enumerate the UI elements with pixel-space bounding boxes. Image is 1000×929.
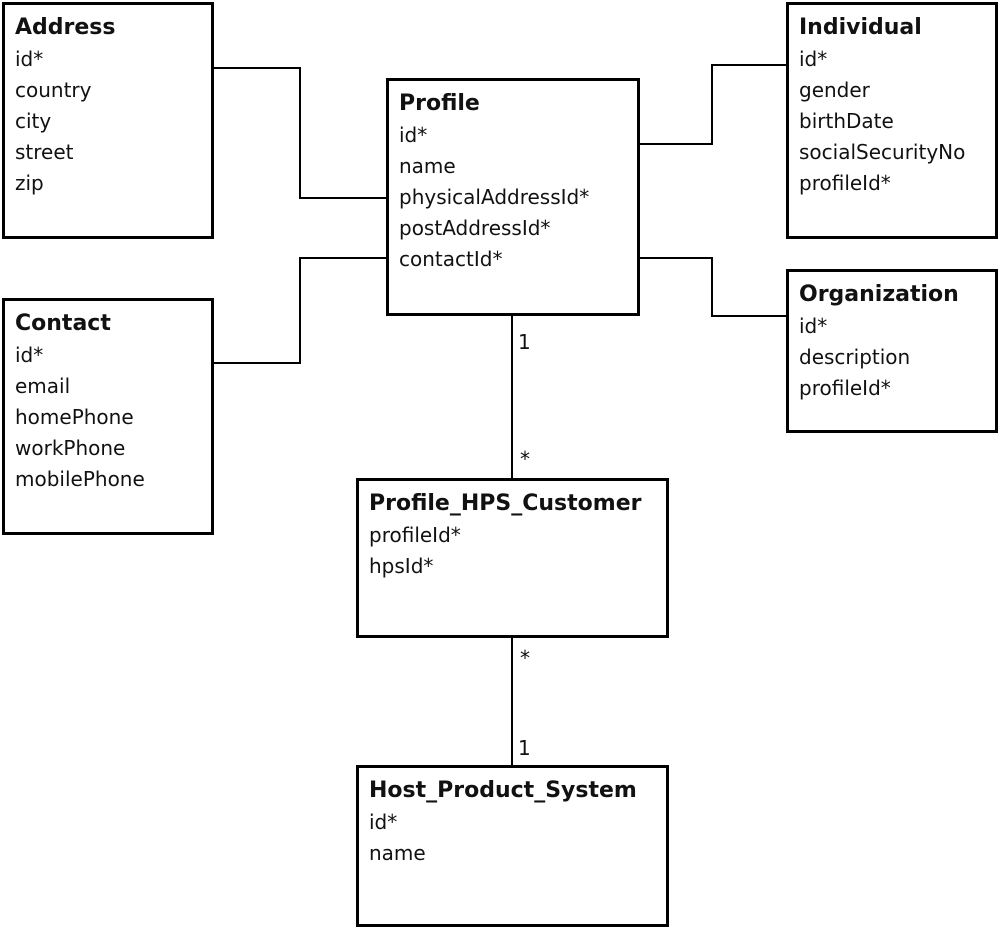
entity-title: Organization <box>799 282 959 307</box>
entity-address[interactable]: Address id* country city street zip <box>2 2 214 239</box>
connector-profile-organization <box>640 257 786 317</box>
field-gender: gender <box>799 78 870 102</box>
field-profile-id: profileId* <box>369 523 461 547</box>
field-id: id* <box>399 123 428 147</box>
entity-profile[interactable]: Profile id* name physicalAddressId* post… <box>386 78 640 316</box>
field-birth-date: birthDate <box>799 109 894 133</box>
field-post-address-id: postAddressId* <box>399 216 551 240</box>
field-list: id* name physicalAddressId* postAddressI… <box>399 120 627 275</box>
entity-title: Host_Product_System <box>369 778 637 803</box>
connector-profile-individual <box>640 64 786 145</box>
connector-address-profile <box>214 67 386 199</box>
entity-host-product-system[interactable]: Host_Product_System id* name <box>356 765 669 927</box>
connector-contact-profile <box>214 257 386 364</box>
field-physical-address-id: physicalAddressId* <box>399 185 590 209</box>
field-zip: zip <box>15 171 44 195</box>
field-id: id* <box>15 343 44 367</box>
field-list: id* country city street zip <box>15 44 201 199</box>
field-name: name <box>399 154 456 178</box>
entity-profile-hps-customer[interactable]: Profile_HPS_Customer profileId* hpsId* <box>356 478 669 638</box>
entity-title: Profile_HPS_Customer <box>369 491 642 516</box>
multiplicity-label: 1 <box>518 330 531 354</box>
entity-title: Contact <box>15 311 111 336</box>
field-mobile-phone: mobilePhone <box>15 467 145 491</box>
field-list: id* gender birthDate socialSecurityNo pr… <box>799 44 985 199</box>
field-list: id* email homePhone workPhone mobilePhon… <box>15 340 201 495</box>
entity-title: Address <box>15 15 116 40</box>
field-home-phone: homePhone <box>15 405 134 429</box>
entity-organization[interactable]: Organization id* description profileId* <box>786 269 998 433</box>
multiplicity-label: 1 <box>518 736 531 760</box>
entity-title: Profile <box>399 91 480 116</box>
field-country: country <box>15 78 92 102</box>
entity-title: Individual <box>799 15 922 40</box>
field-id: id* <box>799 47 828 71</box>
field-hps-id: hpsId* <box>369 554 434 578</box>
field-city: city <box>15 109 52 133</box>
multiplicity-label: * <box>520 447 530 471</box>
field-name: name <box>369 841 426 865</box>
field-street: street <box>15 140 74 164</box>
multiplicity-label: * <box>520 646 530 670</box>
field-social-security-no: socialSecurityNo <box>799 140 966 164</box>
field-email: email <box>15 374 71 398</box>
field-list: id* description profileId* <box>799 311 985 404</box>
entity-individual[interactable]: Individual id* gender birthDate socialSe… <box>786 2 998 239</box>
field-profile-id: profileId* <box>799 171 891 195</box>
field-id: id* <box>15 47 44 71</box>
entity-contact[interactable]: Contact id* email homePhone workPhone mo… <box>2 298 214 535</box>
field-profile-id: profileId* <box>799 376 891 400</box>
field-contact-id: contactId* <box>399 247 503 271</box>
field-description: description <box>799 345 911 369</box>
field-work-phone: workPhone <box>15 436 126 460</box>
field-list: id* name <box>369 807 656 869</box>
field-id: id* <box>799 314 828 338</box>
field-list: profileId* hpsId* <box>369 520 656 582</box>
field-id: id* <box>369 810 398 834</box>
